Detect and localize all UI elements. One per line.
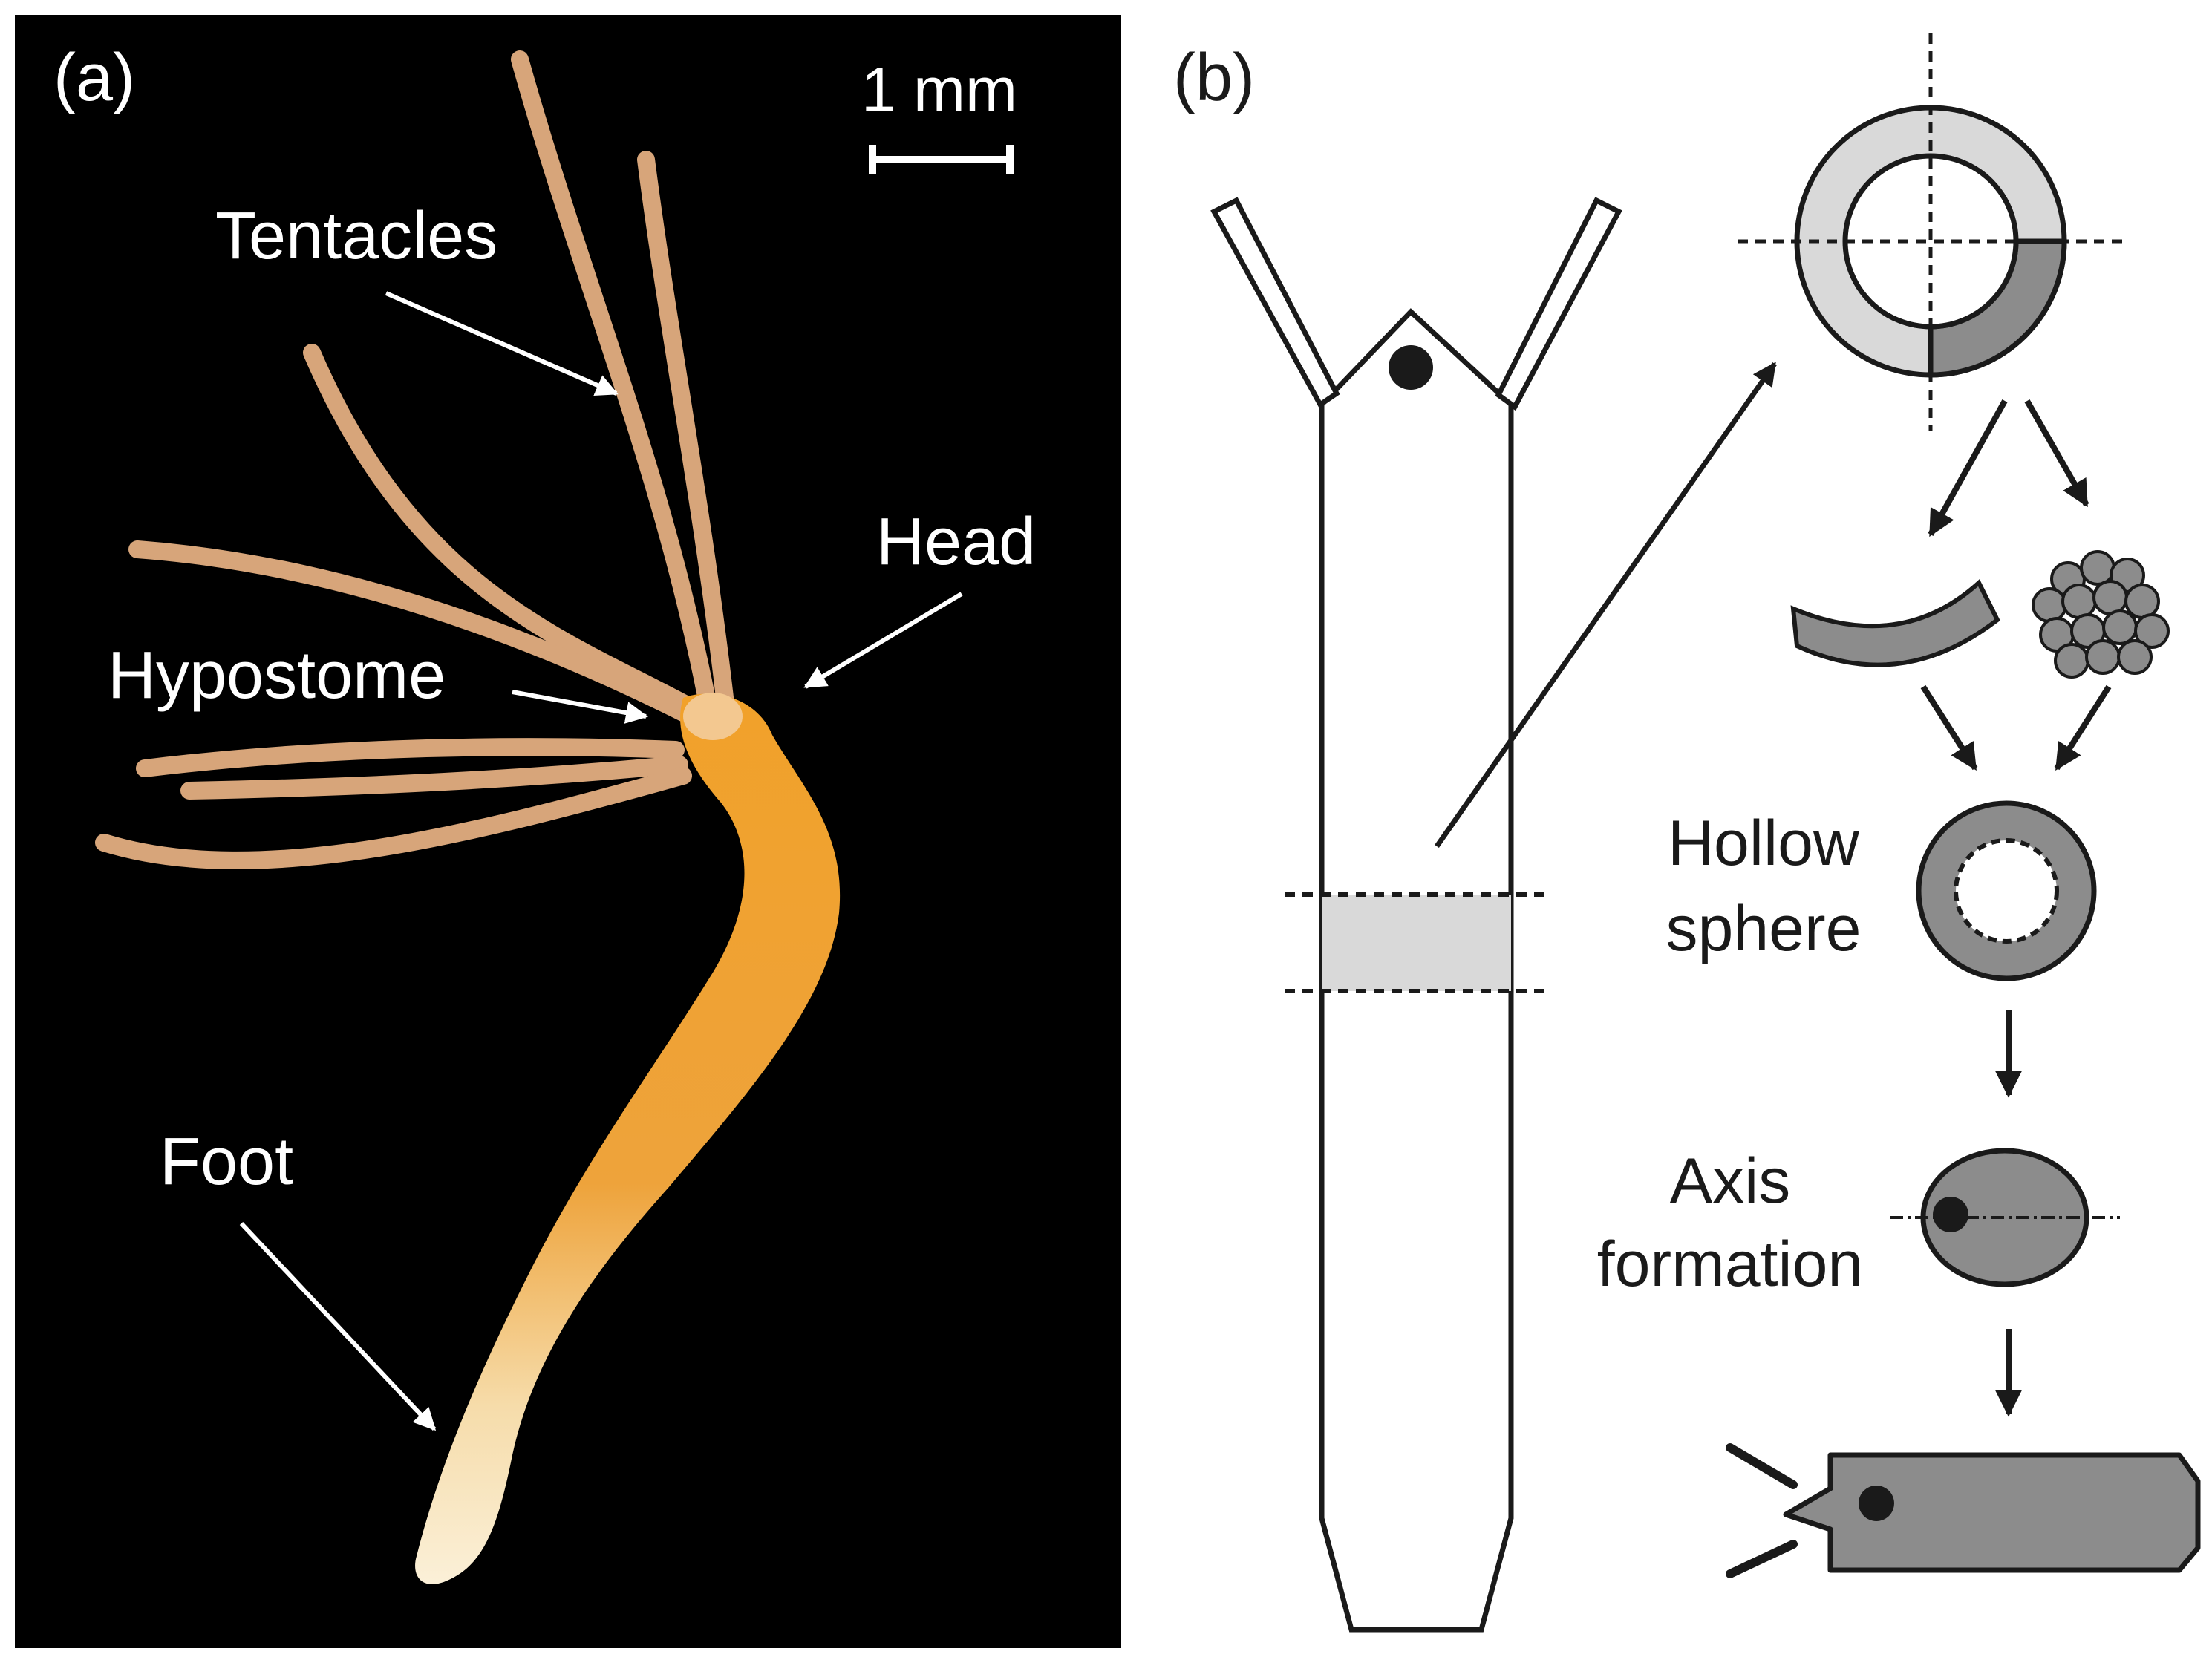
panel-a: 1 mm (a) Tentacles Head Hypostome Foot	[15, 15, 1121, 1648]
foot-arrow	[239, 1221, 437, 1431]
head-organizer-dot	[1389, 345, 1433, 390]
schematic-tentacle-right	[1495, 197, 1622, 411]
annotation-arrows	[239, 291, 963, 1431]
hypostome-arrow	[512, 690, 648, 724]
tentacle	[637, 151, 737, 733]
flow-arrows	[1920, 399, 2112, 1417]
panel-b-label: (b)	[1173, 41, 1255, 115]
tentacle	[95, 767, 692, 869]
hydra-schematic	[1210, 197, 1622, 1633]
excised-section	[1322, 895, 1511, 991]
section-cut-lines	[1285, 892, 1552, 993]
axis-formation-label-1: Axis	[1670, 1145, 1790, 1217]
hollow-sphere-label-2: sphere	[1666, 893, 1862, 964]
panel-b: (b)	[1173, 33, 2201, 1633]
tissue-ring	[1738, 33, 2124, 431]
hollow-sphere	[1916, 800, 2097, 981]
tissue-fragment	[1790, 579, 2000, 667]
schematic-tentacle-left	[1210, 197, 1340, 409]
hypostome	[683, 693, 743, 740]
photo-background	[15, 15, 1121, 1648]
axis-formation	[1890, 1148, 2120, 1287]
tentacle	[136, 738, 685, 777]
panel-a-label: (a)	[53, 41, 135, 115]
axis-formation-label-2: formation	[1597, 1229, 1864, 1300]
section-to-ring-arrow	[1435, 362, 1777, 849]
tentacle	[303, 344, 703, 718]
head-label: Head	[876, 505, 1036, 579]
foot-label: Foot	[160, 1125, 293, 1199]
tentacle	[511, 50, 722, 740]
tentacle	[128, 540, 692, 722]
hydra-tentacles	[95, 50, 737, 869]
scale-bar-label: 1 mm	[861, 55, 1017, 125]
hollow-sphere-label-1: Hollow	[1668, 808, 1860, 879]
hypostome-label: Hypostome	[108, 638, 446, 713]
head-arrow	[803, 592, 963, 689]
scale-bar	[869, 145, 1014, 174]
tentacles-label: Tentacles	[215, 199, 497, 273]
cell-aggregate	[2032, 550, 2170, 679]
tentacle	[180, 756, 688, 800]
hydra-body	[415, 693, 841, 1584]
regenerated-hydra	[1726, 1443, 2201, 1578]
tentacles-arrow	[385, 291, 619, 396]
